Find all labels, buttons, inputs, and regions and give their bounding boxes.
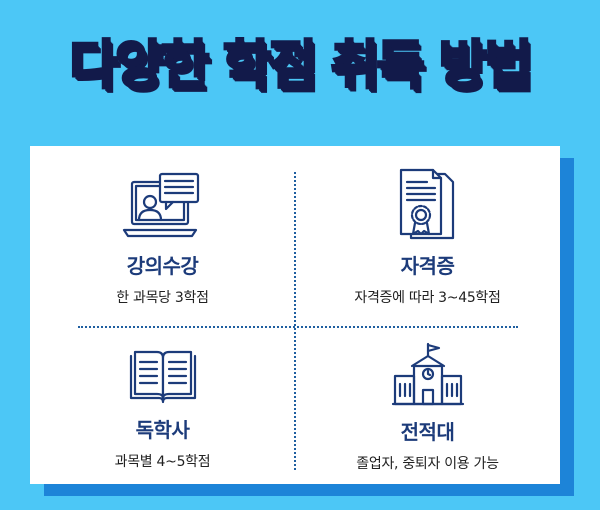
method-desc: 자격증에 따라 3~45학점 — [354, 290, 501, 306]
method-label: 독학사 — [135, 418, 190, 442]
page-title: 다양한 학점 취득 방법 — [68, 36, 534, 96]
method-label: 강의수강 — [126, 254, 199, 278]
certificate-icon — [399, 168, 454, 240]
open-book-icon — [129, 350, 196, 404]
method-desc: 한 과목당 3학점 — [116, 290, 209, 306]
method-desc: 과목별 4~5학점 — [114, 454, 211, 470]
method-self-study: 독학사 과목별 4~5학점 — [30, 348, 295, 471]
school-building-icon — [391, 342, 464, 406]
horizontal-divider — [78, 326, 518, 328]
method-label: 전적대 — [400, 420, 455, 444]
method-certificate: 자격증 자격증에 따라 3~45학점 — [295, 168, 560, 307]
online-lecture-icon — [122, 172, 199, 238]
method-label: 자격증 — [400, 254, 455, 278]
method-previous-college: 전적대 졸업자, 중퇴자 이용 가능 — [295, 342, 560, 473]
info-card: 강의수강 한 과목당 3학점 자격증 자격증에 따라 3~45학점 — [30, 146, 560, 484]
method-lecture: 강의수강 한 과목당 3학점 — [30, 172, 295, 307]
title-wrap: 다양한 학점 취득 방법 — [0, 36, 600, 96]
vertical-divider — [294, 172, 296, 470]
method-desc: 졸업자, 중퇴자 이용 가능 — [356, 456, 499, 472]
